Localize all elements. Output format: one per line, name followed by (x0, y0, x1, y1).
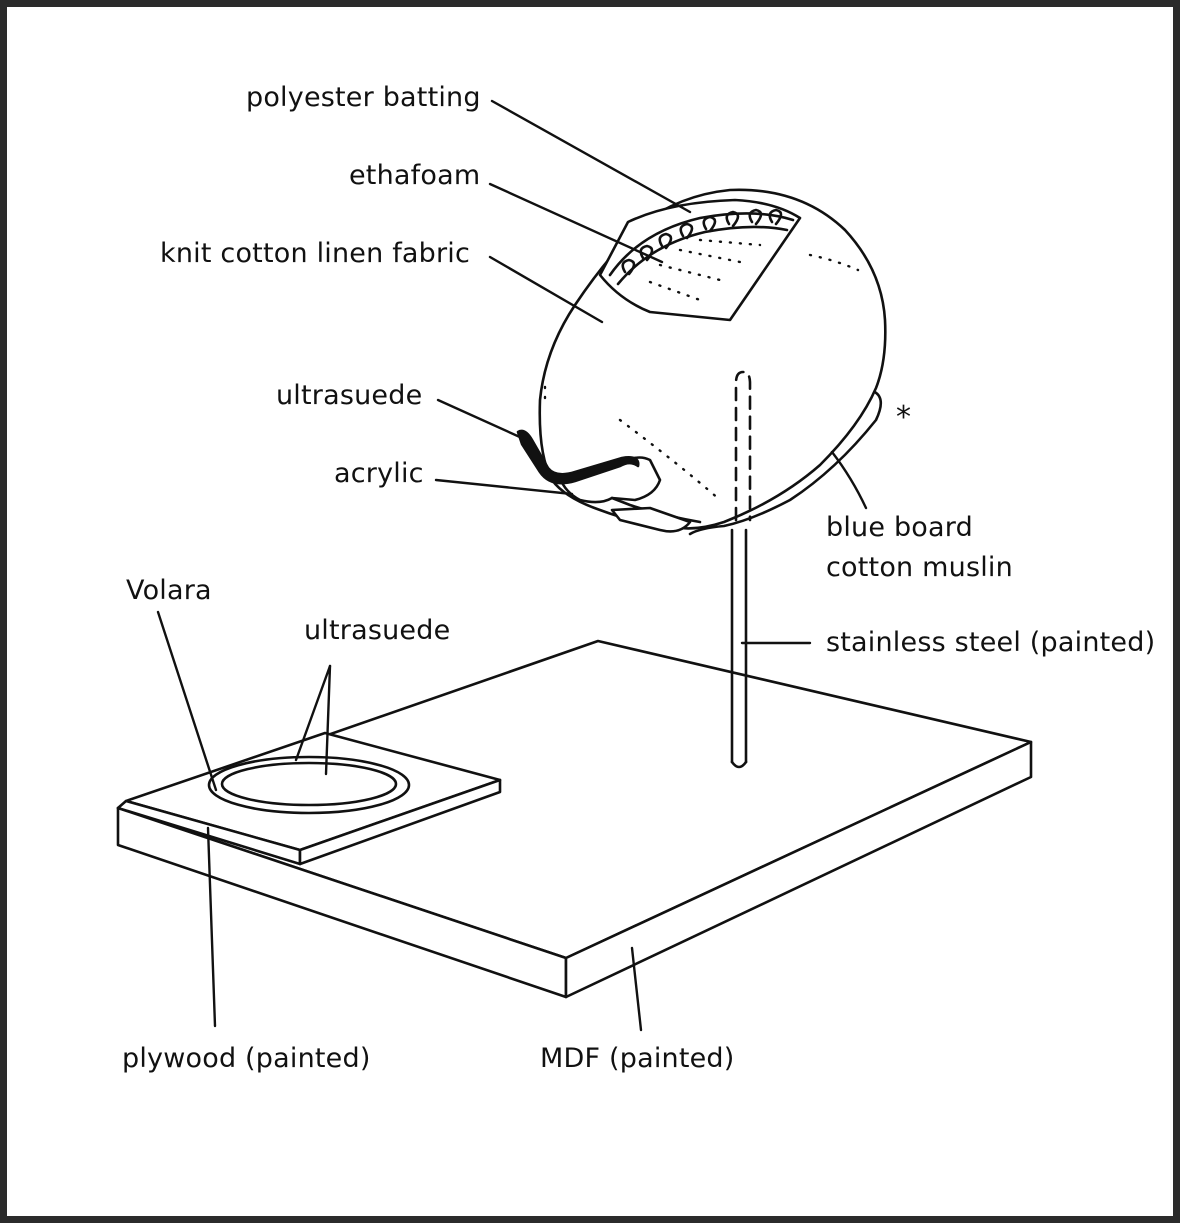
label-blue-board-cotton-muslin: blue board cotton muslin (826, 508, 1013, 588)
label-acrylic: acrylic (334, 458, 424, 489)
label-blue-board: blue board (826, 512, 973, 543)
steel-rod (730, 528, 748, 769)
label-ethafoam: ethafoam (349, 160, 481, 191)
mdf-base (116, 639, 1033, 999)
label-polyester-batting: polyester batting (246, 82, 481, 113)
head-form (516, 188, 887, 536)
label-knit-cotton-linen-fabric: knit cotton linen fabric (160, 238, 471, 269)
label-ultrasuede-insert: ultrasuede (304, 615, 451, 646)
label-stainless-steel: stainless steel (painted) (826, 627, 1156, 658)
label-plywood: plywood (painted) (122, 1043, 371, 1074)
label-cotton-muslin: cotton muslin (826, 552, 1013, 583)
leader-lines (156, 99, 868, 1032)
surface-dots (543, 238, 860, 502)
label-volara: Volara (126, 575, 212, 606)
asterisk-mark: * (896, 400, 912, 435)
volara-ring (207, 755, 411, 815)
label-mdf: MDF (painted) (540, 1043, 735, 1074)
label-ultrasuede-strip: ultrasuede (276, 380, 423, 411)
